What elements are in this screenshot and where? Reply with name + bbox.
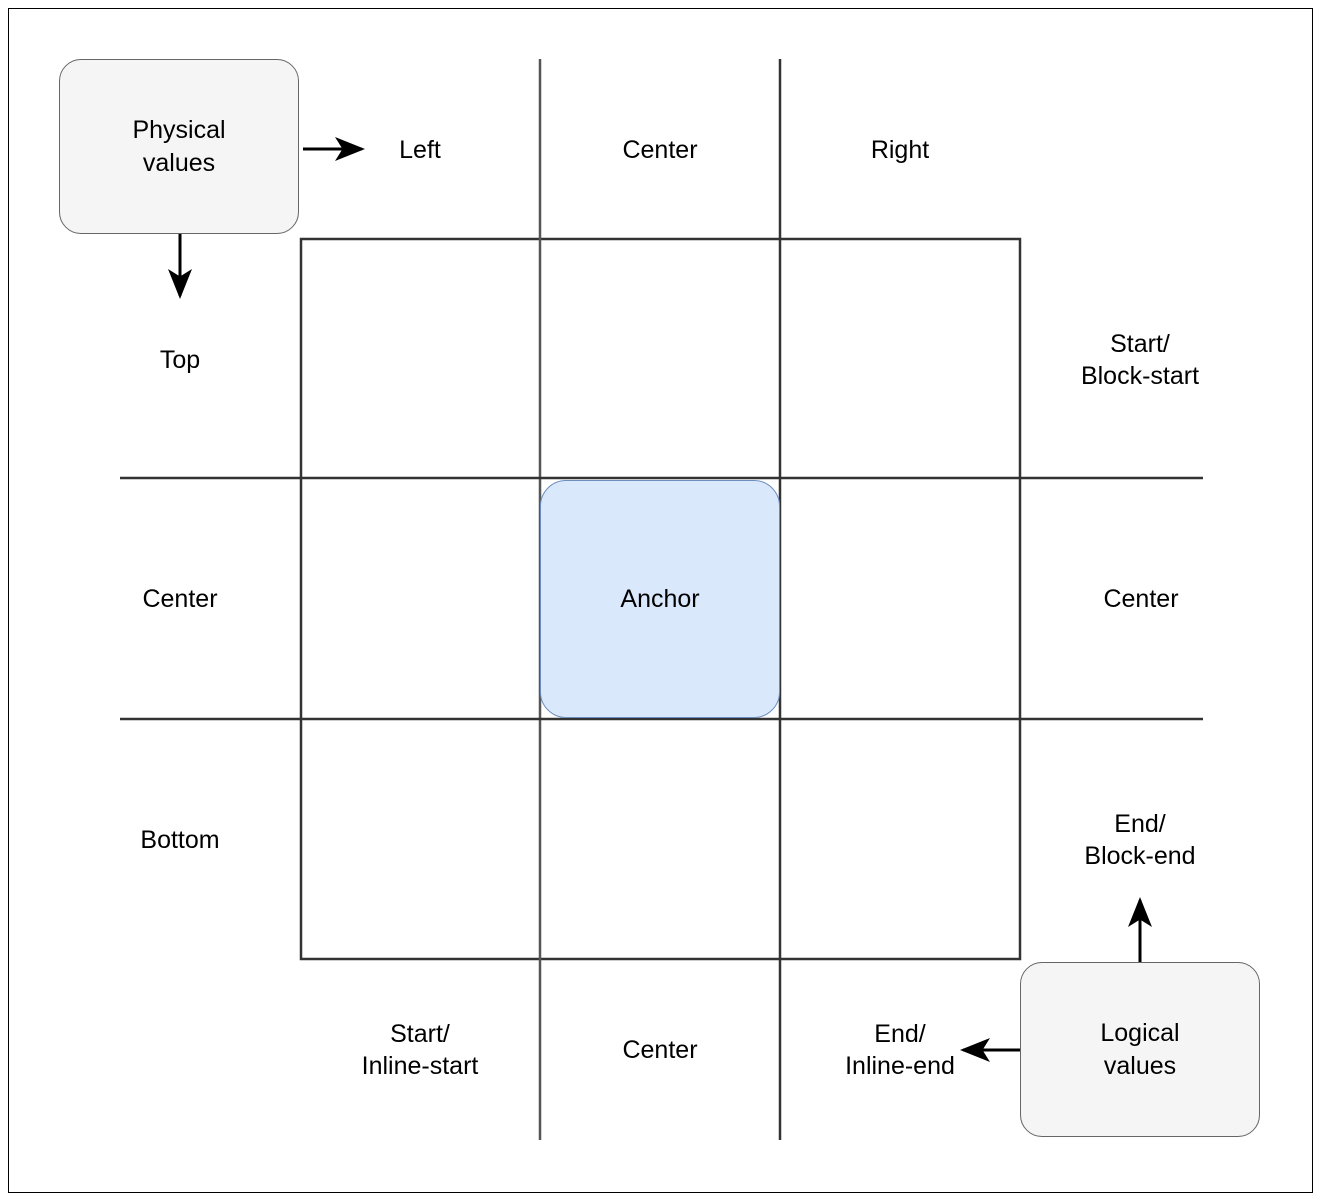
grid-outline [299, 237, 1022, 961]
label-top-center: Center [622, 136, 698, 164]
label-bottom-inline-start: Start/ Inline-start [361, 1020, 479, 1080]
page-border [8, 8, 1313, 1193]
label-right-block-end: End/ Block-end [1084, 810, 1196, 870]
label-right-block-start: Start/ Block-start [1080, 330, 1200, 390]
label-top-right: Right [870, 136, 930, 164]
label-bottom-inline-end: End/ Inline-end [845, 1020, 955, 1080]
node-anchor-label: Anchor [620, 584, 700, 613]
label-top-left: Left [399, 136, 441, 164]
label-left-top: Top [159, 346, 201, 374]
node-anchor[interactable]: Anchor [540, 480, 780, 718]
label-left-bottom: Bottom [140, 826, 220, 854]
node-physical-values[interactable]: Physical values [59, 59, 299, 234]
node-logical-values[interactable]: Logical values [1020, 962, 1260, 1137]
label-bottom-center: Center [622, 1036, 698, 1064]
node-physical-values-label: Physical values [132, 115, 226, 177]
node-logical-values-label: Logical values [1100, 1018, 1180, 1080]
label-right-center: Center [1103, 585, 1179, 613]
label-left-center: Center [142, 585, 218, 613]
